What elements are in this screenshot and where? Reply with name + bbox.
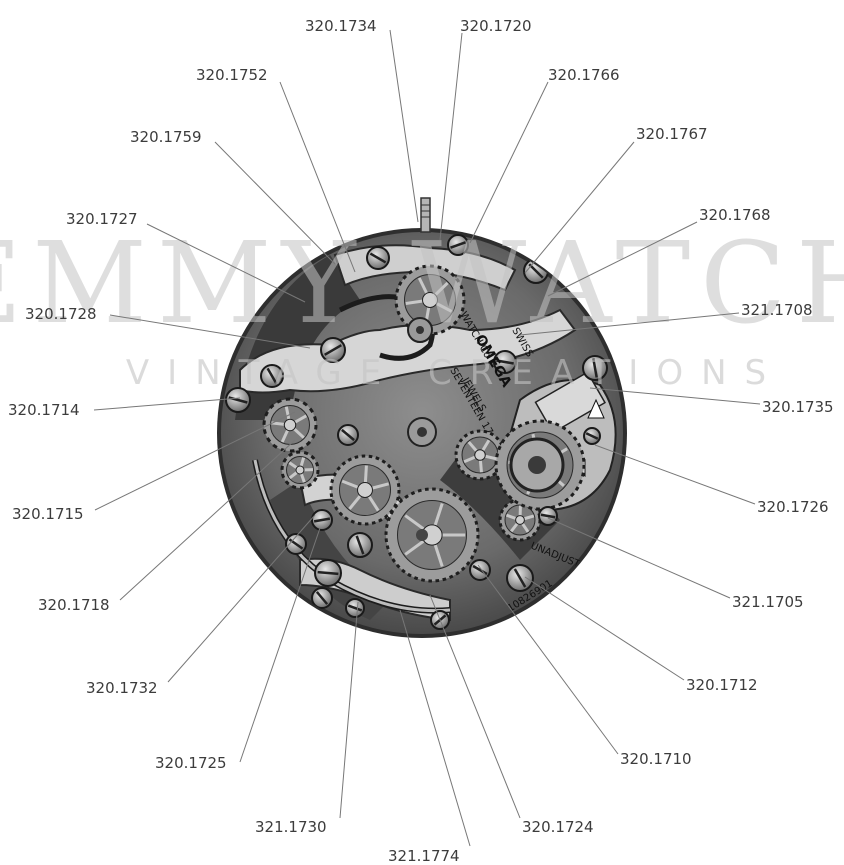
part-label-p-320-1732: 320.1732 [86,679,158,697]
screw [312,510,332,530]
watermark-subtitle: VINTAGE CREATIONS [126,353,784,393]
part-label-p-320-1710: 320.1710 [620,750,692,768]
part-label-p-320-1712: 320.1712 [686,676,758,694]
leader-line-p-320-1714 [94,398,240,410]
part-label-p-320-1727: 320.1727 [66,210,138,228]
watermark-title: EMMY WATCH [0,219,844,349]
gear-wheel [331,456,399,524]
watermark: EMMY WATCH VINTAGE CREATIONS [0,219,844,393]
leader-line-p-320-1732 [168,515,315,682]
part-label-p-320-1768: 320.1768 [699,206,771,224]
part-label-p-320-1714: 320.1714 [8,401,80,419]
part-label-p-320-1734: 320.1734 [305,17,377,35]
screw [346,599,364,617]
screw [315,560,341,586]
part-label-p-321-1708: 321.1708 [741,301,813,319]
part-label-p-320-1752: 320.1752 [196,66,268,84]
leader-line-p-320-1734 [390,30,418,222]
part-label-p-321-1705: 321.1705 [732,593,804,611]
part-label-p-320-1728: 320.1728 [25,305,97,323]
gear-wheel [264,399,316,451]
part-label-p-320-1715: 320.1715 [12,505,84,523]
screw [507,565,533,591]
screw [584,428,600,444]
screw [338,425,358,445]
gear-wheel [386,489,478,581]
leader-line-p-320-1712 [525,577,684,680]
screw [348,533,372,557]
part-label-p-320-1766: 320.1766 [548,66,620,84]
screw [539,507,557,525]
part-label-p-320-1735: 320.1735 [762,398,834,416]
part-label-p-320-1726: 320.1726 [757,498,829,516]
leader-line-p-321-1730 [340,602,358,818]
part-label-p-320-1720: 320.1720 [460,17,532,35]
part-label-p-320-1724: 320.1724 [522,818,594,836]
part-label-p-321-1730: 321.1730 [255,818,327,836]
leader-line-p-321-1774 [400,610,470,846]
part-label-p-320-1767: 320.1767 [636,125,708,143]
gear-wheel [282,452,318,488]
screw [312,588,332,608]
part-label-p-320-1725: 320.1725 [155,754,227,772]
part-label-p-320-1759: 320.1759 [130,128,202,146]
part-label-p-320-1718: 320.1718 [38,596,110,614]
leader-line-p-320-1720 [440,33,462,240]
part-label-p-321-1774: 321.1774 [388,847,460,865]
